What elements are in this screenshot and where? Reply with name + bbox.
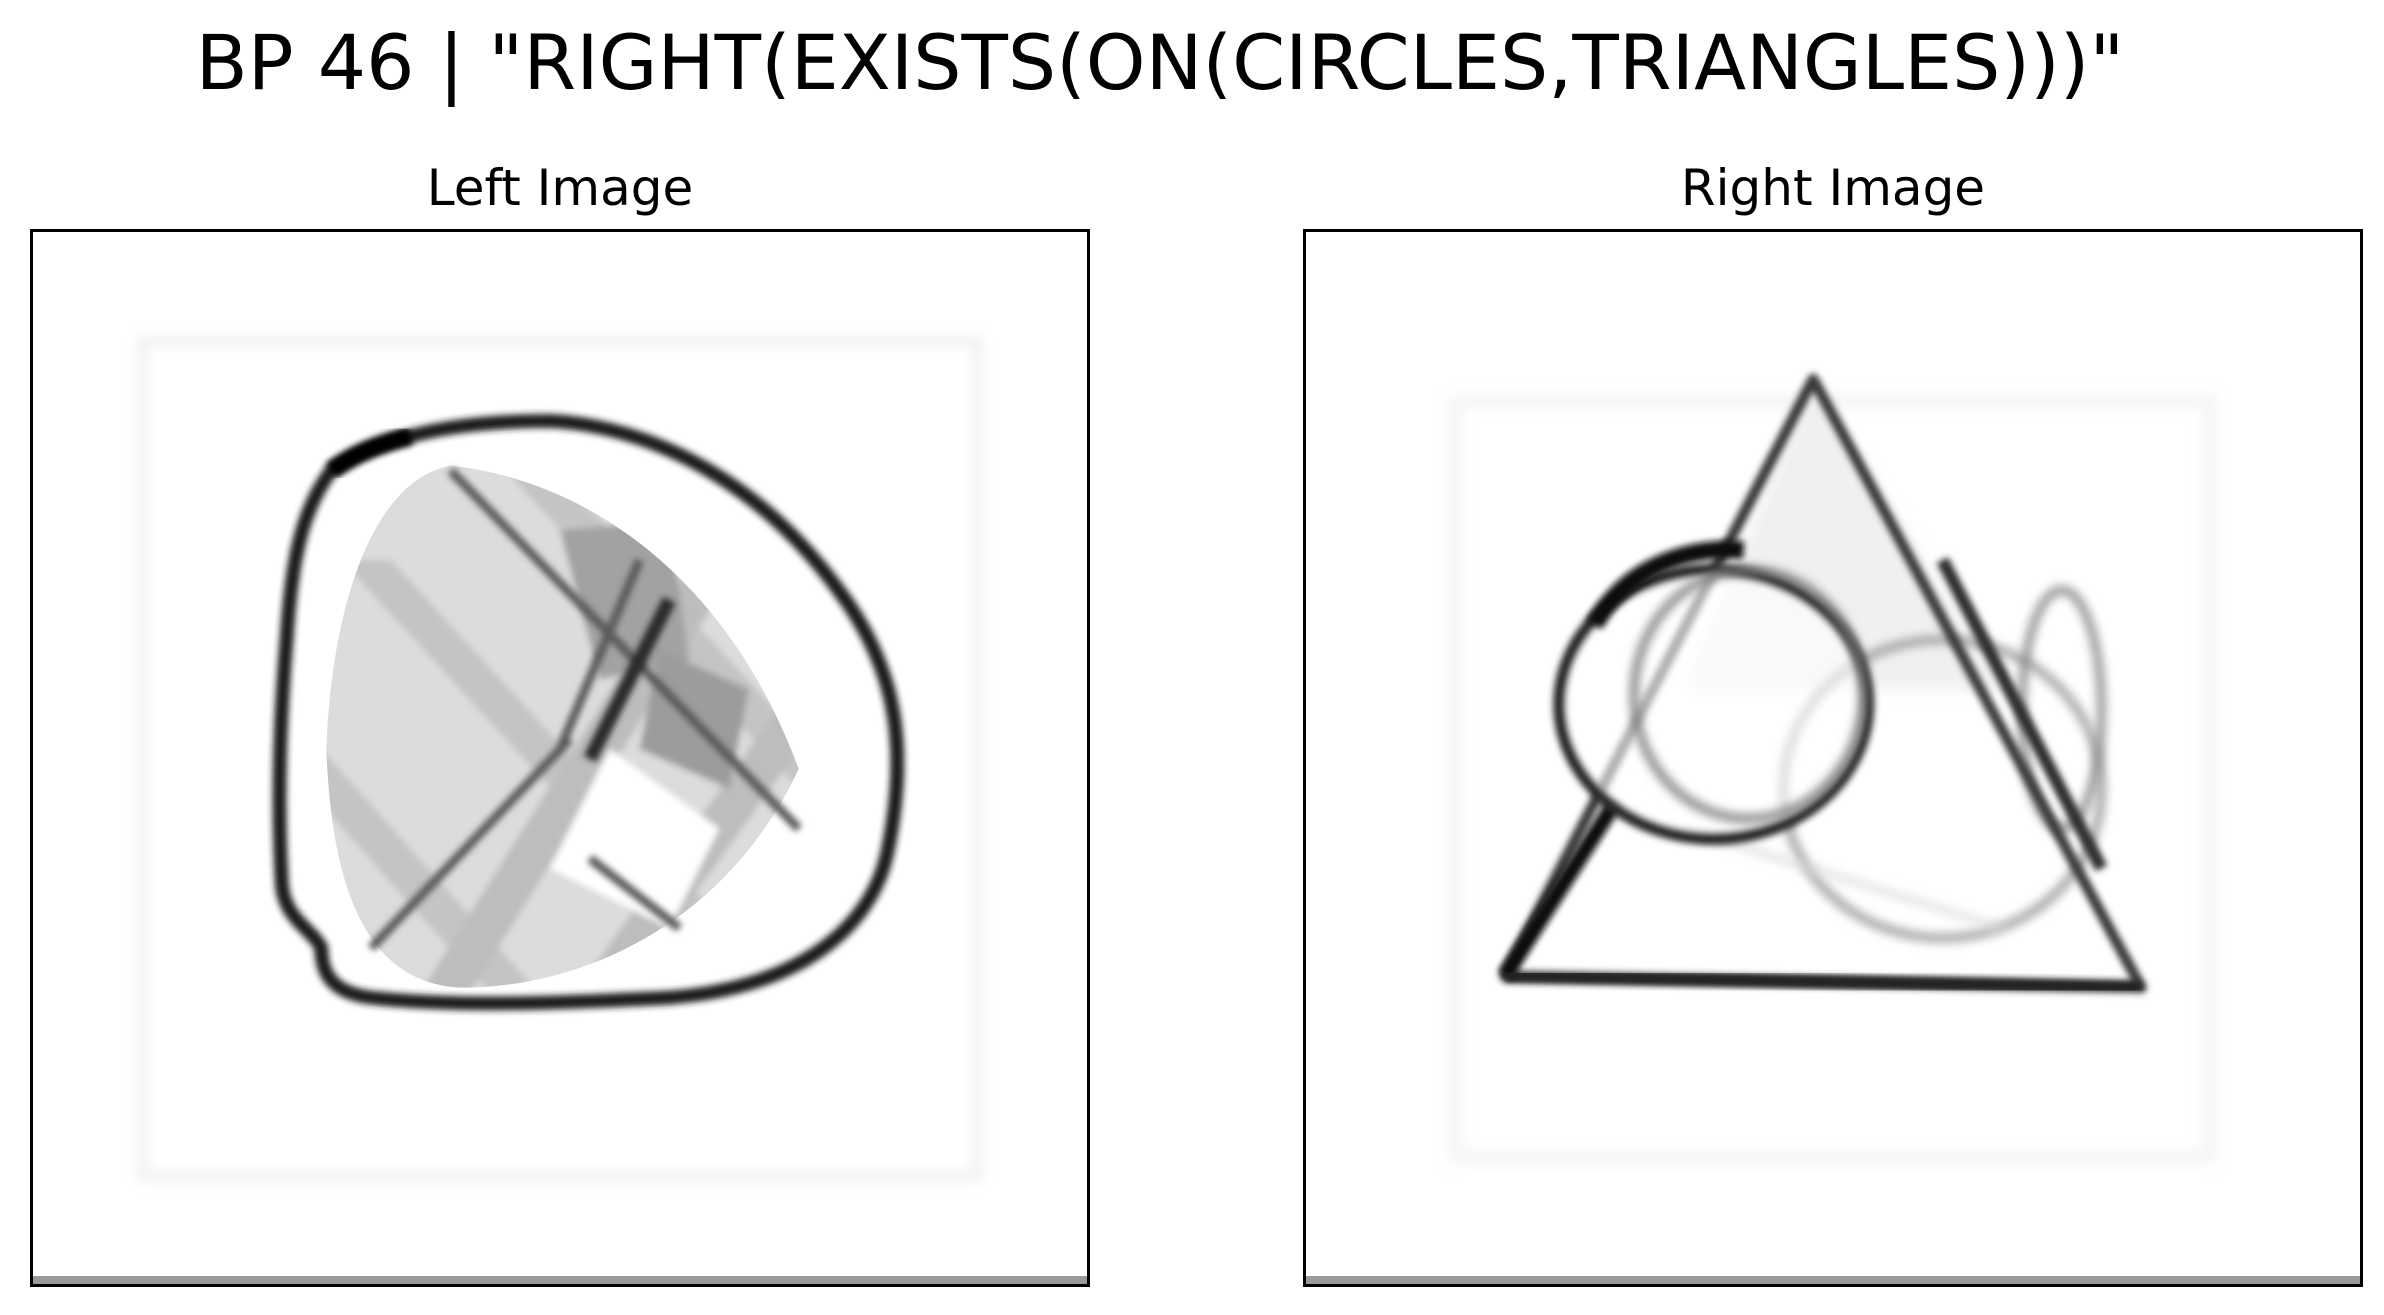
right-image-panel bbox=[1303, 229, 2363, 1287]
inner-band-lines bbox=[367, 467, 802, 952]
background-ghost-square bbox=[1450, 396, 2216, 1162]
right-panel-bottom-edge bbox=[1306, 1276, 2360, 1284]
left-panel-bottom-edge bbox=[33, 1276, 1087, 1284]
right-image-canvas bbox=[1450, 373, 2216, 1162]
background-ghost-square bbox=[137, 336, 983, 1182]
figure-title: BP 46 | "RIGHT(EXISTS(ON(CIRCLES,TRIANGL… bbox=[195, 18, 2125, 107]
outer-rounded-contour bbox=[272, 413, 905, 1011]
right-panel-title: Right Image bbox=[1680, 159, 1986, 217]
circle-on-triangle bbox=[1553, 563, 1875, 846]
left-panel-title: Left Image bbox=[426, 159, 694, 217]
left-image-canvas bbox=[137, 336, 983, 1182]
left-image-panel bbox=[30, 229, 1090, 1287]
